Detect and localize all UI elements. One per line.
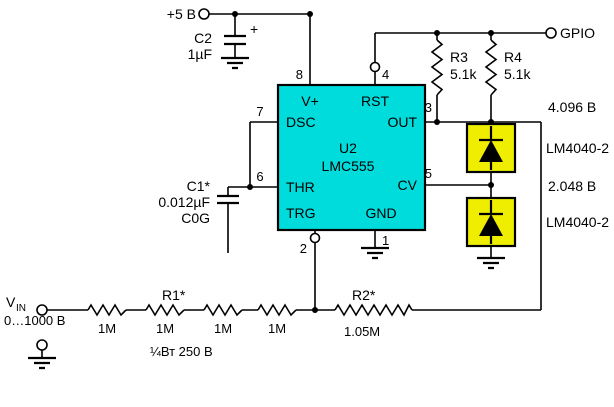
pin-number-dsc: 7 [256,104,263,119]
c1-value: 0.012µF [158,194,210,210]
dsc-thr-wire [227,121,278,253]
c1-designator: C1* [187,178,211,194]
vin-terminal [36,304,48,316]
ic-body [276,83,427,232]
ic-ground-icon [361,246,389,260]
vin-ground-icon [28,356,56,370]
r1-segment-1 [87,303,127,317]
r1-designator: R1* [162,287,186,303]
r1-segment-4-value: 1M [268,321,286,336]
r4-designator: R4 [504,49,522,65]
pin-name-thr: THR [286,179,315,195]
r3-designator: R3 [450,49,468,65]
input-chain-wire [41,309,335,358]
junction-dot [434,30,440,36]
vref-ground-icon [477,256,505,270]
c2-capacitor [224,34,246,46]
junction-dot [232,11,238,17]
r2-designator: R2* [352,287,376,303]
junction-dot [307,11,313,17]
rst-gpio-wire [374,32,546,85]
pin-number-gnd: 1 [382,233,389,248]
r4-resistor [484,39,498,96]
vin-return-terminal [36,339,48,351]
junction-dot [488,30,494,36]
r3-resistor [430,39,444,96]
ic-u2: V+ RST DSC OUT U2 LMC555 THR CV TRG GND [276,83,427,232]
r1-segment-2-value: 1M [156,321,174,336]
c2-value: 1µF [188,46,212,62]
zener-diode-triangle [479,140,503,162]
vref-upper [465,122,517,174]
junction-dot [488,182,494,188]
c2-designator: C2 [194,30,212,46]
pin-number-thr: 6 [256,169,263,184]
r1-segment-3-value: 1M [214,321,232,336]
junction-dot [247,184,253,190]
gpio-label: GPIO [560,25,595,41]
zener-diode-triangle [479,214,503,236]
r1-rating: ¼Вт 250 В [150,344,213,359]
r3-value: 5.1k [450,66,477,82]
pin-name-dsc: DSC [286,114,316,130]
supply-rail-wire [209,13,311,85]
c2-plates [224,34,246,46]
vin-label-subscript: IN [16,303,26,314]
vin-label: V [6,294,16,310]
pin-name-vplus: V+ [301,93,319,109]
r2-value: 1.05M [344,324,380,339]
junction-dot [434,119,440,125]
r4-value: 5.1k [504,66,531,82]
c2-polarity-mark: + [250,21,258,37]
c1-dielectric: C0G [181,210,210,226]
vref-lower-node-voltage: 2.048 В [548,178,596,194]
r2-resistor [334,303,413,317]
pin-number-out: 3 [425,100,432,115]
pin-number-cv: 5 [425,166,432,181]
pin-name-out: OUT [387,114,417,130]
ic-part-number: LMC555 [322,158,375,174]
out-feedback-wire [412,121,542,311]
r1-segment-4 [257,303,297,317]
junction-dots [232,11,494,313]
r1-segment-2 [145,303,185,317]
pin-name-cv: CV [398,177,418,193]
trg-pin-node [309,232,321,244]
pin-name-trg: TRG [286,205,316,221]
r3-r4-leads [436,33,492,124]
supply-label: +5 В [167,6,196,22]
pin-number-vplus: 8 [296,67,303,82]
rst-pin-node [369,61,381,73]
junction-dot [312,307,318,313]
pin-name-rst: RST [361,93,389,109]
vref-lower [465,196,517,248]
pin-name-gnd: GND [365,205,396,221]
supply-terminal [198,8,210,20]
vref-upper-node-voltage: 4.096 В [548,99,596,115]
pin-number-rst: 4 [382,67,389,82]
pin-number-trg: 2 [300,241,307,256]
vref-upper-part: LM4040-2 [546,140,609,156]
c1-plates [217,194,239,205]
c2-ground-icon [221,56,249,70]
c1-capacitor [217,194,239,205]
gpio-terminal [545,27,557,39]
ic-designator: U2 [339,140,357,156]
r1-segment-3 [203,303,243,317]
r1-segment-1-value: 1M [98,321,116,336]
vin-range: 0…1000 В [4,313,65,328]
vref-lower-part: LM4040-2 [546,214,609,230]
